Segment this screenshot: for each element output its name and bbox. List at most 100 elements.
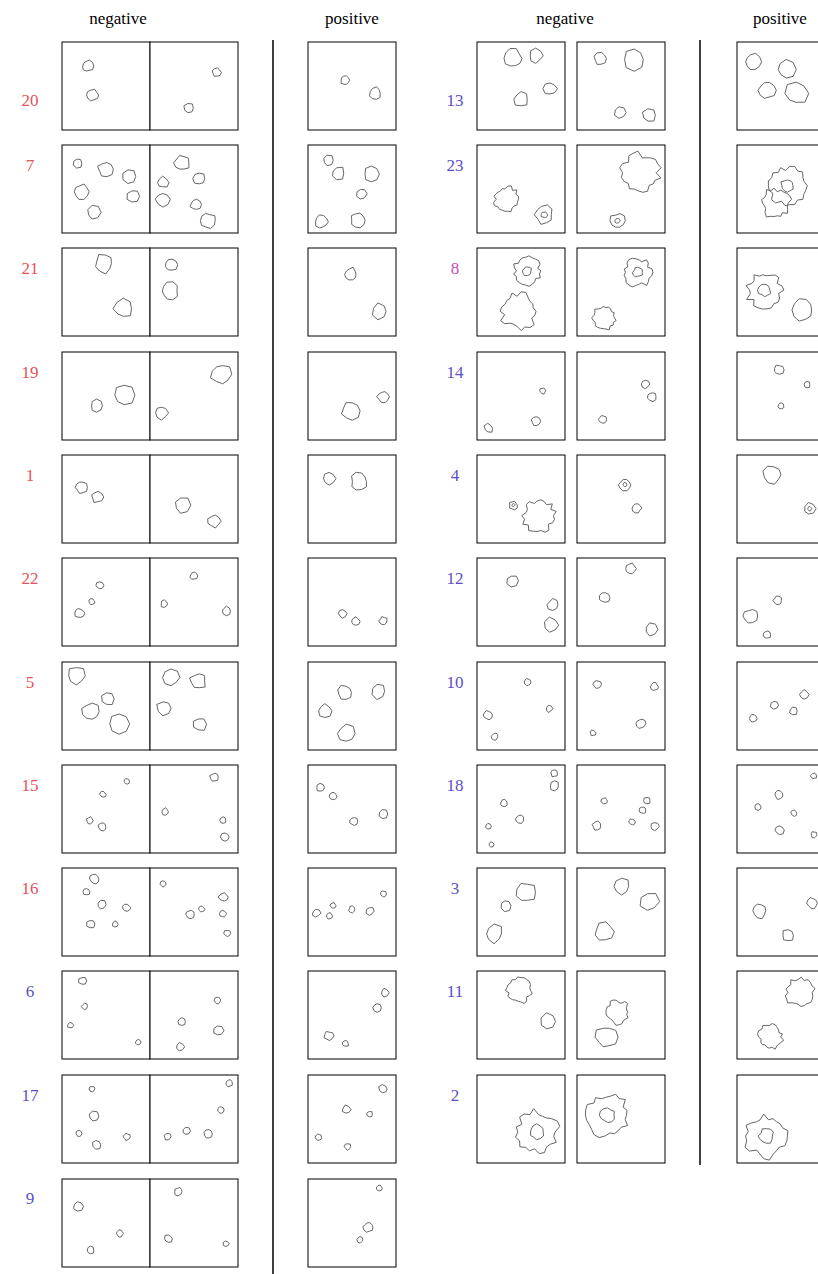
shape-outline <box>214 1026 224 1035</box>
image-panel <box>308 558 396 646</box>
shape-outline <box>87 921 95 928</box>
shape-outline <box>319 704 332 718</box>
image-panel <box>477 248 565 336</box>
shape-outline <box>123 1133 130 1140</box>
shape-outline <box>324 1032 334 1041</box>
image-panel <box>308 352 396 440</box>
problem-number: 5 <box>26 674 35 691</box>
shape-outline <box>92 399 103 412</box>
image-panel <box>62 455 150 543</box>
image-panel <box>62 42 150 130</box>
image-panel <box>577 868 665 956</box>
shape-outline <box>157 702 171 716</box>
problem-number: 16 <box>22 880 39 897</box>
image-panel <box>577 662 665 750</box>
shape-outline <box>87 1246 94 1254</box>
shape-outline <box>650 683 658 691</box>
shape-outline <box>333 167 344 179</box>
shape-outline <box>783 930 793 941</box>
shape-outline <box>112 921 118 927</box>
shape-outline <box>123 170 136 184</box>
shape-outline <box>745 1114 788 1160</box>
shape-outline <box>381 891 387 897</box>
divider-line <box>699 40 701 1165</box>
image-panel <box>62 662 150 750</box>
image-panel <box>737 455 818 543</box>
shape-outline <box>594 52 606 64</box>
problem-number: 15 <box>22 777 39 794</box>
shape-outline <box>811 832 817 838</box>
shape-outline <box>342 403 361 421</box>
problem-number: 2 <box>451 1087 460 1104</box>
shape-outline <box>758 1024 784 1050</box>
image-panel <box>308 868 396 956</box>
shape-outline <box>810 773 816 779</box>
image-panel <box>737 248 818 336</box>
problem-number: 8 <box>451 260 460 277</box>
shape-outline <box>122 904 130 911</box>
shape-outline <box>117 1230 124 1237</box>
shape-outline <box>102 693 115 705</box>
shape-outline <box>763 631 770 638</box>
shape-outline <box>345 267 356 280</box>
shape-outline <box>330 903 336 909</box>
shape-outline <box>161 600 167 608</box>
image-panel <box>737 868 818 956</box>
shape-outline <box>156 407 169 420</box>
image-panel <box>308 1179 396 1267</box>
shape-outline <box>540 388 546 394</box>
problem-number: 11 <box>447 983 463 1000</box>
shape-outline <box>338 686 352 700</box>
shape-outline <box>516 815 524 823</box>
image-panel <box>308 971 396 1059</box>
image-panel <box>577 455 665 543</box>
shape-outline <box>74 1202 84 1211</box>
shape-outline <box>758 83 776 99</box>
shape-outline <box>377 1185 383 1191</box>
shape-outline <box>590 730 596 736</box>
shape-outline <box>614 878 629 895</box>
problem-number: 1 <box>26 467 35 484</box>
shape-outline <box>82 703 99 719</box>
image-panel <box>737 765 818 853</box>
image-panel <box>62 352 150 440</box>
shape-outline <box>74 184 89 199</box>
image-panel <box>477 42 565 130</box>
image-panel <box>737 662 818 750</box>
shape-outline <box>510 501 518 509</box>
shape-outline <box>218 1107 224 1113</box>
image-panel <box>577 1075 665 1163</box>
image-panel <box>737 1075 818 1163</box>
shape-outline <box>67 1022 73 1027</box>
shape-outline <box>210 773 219 781</box>
image-panel <box>577 248 665 336</box>
shape-outline <box>618 480 631 491</box>
shape-outline <box>648 393 656 402</box>
image-panel <box>477 662 565 750</box>
shape-outline <box>606 1000 628 1025</box>
shape-outline <box>641 380 650 388</box>
shape-outline <box>317 783 325 791</box>
shape-outline <box>86 817 93 824</box>
shape-outline <box>624 258 653 287</box>
shape-outline <box>98 163 114 177</box>
shape-outline <box>372 303 386 320</box>
shape-outline <box>162 282 177 300</box>
column-header: positive <box>325 10 379 27</box>
shape-outline <box>113 298 132 316</box>
shape-outline <box>90 874 99 884</box>
shape-outline <box>522 500 557 532</box>
shape-outline <box>753 904 766 919</box>
image-panel <box>62 1179 150 1267</box>
problem-number: 12 <box>447 570 464 587</box>
shape-outline <box>610 214 625 228</box>
shape-outline <box>357 1237 363 1244</box>
shape-outline <box>367 1112 373 1117</box>
image-panel <box>577 558 665 646</box>
shape-outline <box>344 1144 350 1151</box>
shape-outline <box>100 791 106 797</box>
shape-outline <box>626 563 637 574</box>
shape-outline <box>516 1109 560 1154</box>
shape-outline <box>218 893 228 901</box>
shape-outline <box>592 821 601 830</box>
